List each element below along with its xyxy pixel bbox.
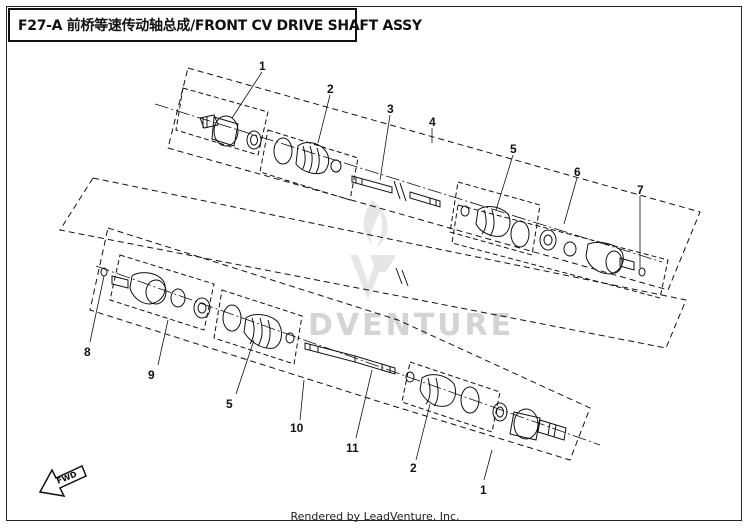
assembly-box-10 — [59, 177, 687, 349]
callout-2-upper: 2 — [327, 82, 334, 96]
axle-shaft-11 — [304, 342, 396, 375]
boot-kit-lower-left — [222, 304, 295, 349]
callout-1-lower: 1 — [480, 483, 487, 497]
callout-1-upper: 1 — [259, 59, 266, 73]
page-title: F27-A 前桥等速传动轴总成/FRONT CV DRIVE SHAFT ASS… — [18, 18, 422, 34]
callout-3: 3 — [387, 102, 394, 116]
lower-centerline — [95, 265, 601, 446]
callout-labels-lower: 8 9 5 10 11 2 1 — [84, 345, 487, 497]
outer-cv-joint-upper — [199, 114, 239, 147]
callout-7: 7 — [637, 183, 644, 197]
axle-shaft-3 — [351, 175, 441, 208]
upper-shaft-assembly — [154, 67, 701, 299]
upper-centerline — [154, 103, 663, 263]
footer-credit: Rendered by LeadVenture, Inc. — [290, 510, 460, 523]
watermark-logo — [350, 200, 396, 300]
subassembly-box-6 — [451, 204, 669, 299]
callout-9: 9 — [148, 368, 155, 382]
front-direction-arrow-icon: FWD — [38, 464, 87, 497]
outer-cv-joint-lower — [492, 402, 567, 441]
subassembly-box-5-upper — [449, 181, 541, 256]
watermark-text: DVENTURE — [308, 308, 514, 343]
callout-4: 4 — [429, 115, 436, 129]
callout-5-lower: 5 — [226, 397, 233, 411]
title-box: F27-A 前桥等速传动轴总成/FRONT CV DRIVE SHAFT ASS… — [8, 8, 422, 42]
callout-labels-upper: 1 2 3 4 5 6 7 — [259, 59, 644, 197]
callout-10: 10 — [290, 421, 304, 435]
boot-kit-lower-right — [405, 371, 480, 414]
callout-8: 8 — [84, 345, 91, 359]
subassembly-box-1-upper — [175, 87, 269, 156]
subassembly-box-2-upper — [259, 129, 359, 201]
inner-cv-joint-lower — [100, 267, 211, 319]
callout-5-upper: 5 — [510, 142, 517, 156]
callout-6: 6 — [574, 165, 581, 179]
bearing-ring-upper-left — [246, 130, 262, 150]
callout-11: 11 — [346, 441, 359, 455]
subassembly-box-5-lower — [213, 289, 303, 365]
subassembly-box-9 — [109, 254, 215, 331]
assembly-box-lower — [89, 227, 591, 461]
boot-kit-upper-left — [273, 137, 342, 175]
inner-cv-joint-parts — [539, 229, 646, 277]
callout-2-lower: 2 — [410, 461, 417, 475]
lower-shaft-assembly — [59, 177, 687, 481]
subassembly-box-2-lower — [401, 361, 501, 433]
boot-kit-upper-right — [460, 205, 530, 248]
assembly-box-4 — [167, 67, 701, 291]
diagram-frame — [6, 6, 742, 521]
